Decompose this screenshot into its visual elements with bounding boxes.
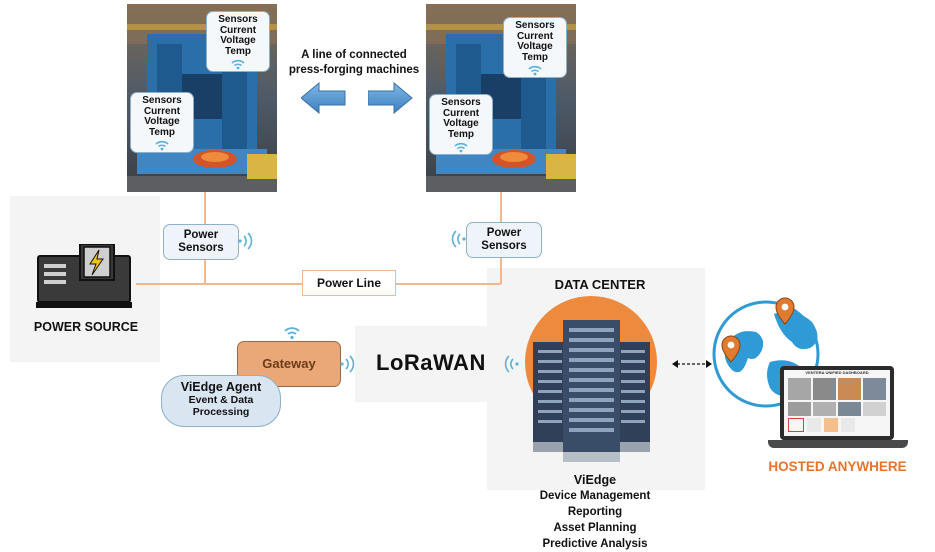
arrow-right-icon [368, 82, 413, 114]
sensor-current-label: Current [143, 105, 181, 117]
wifi-icon [155, 140, 169, 151]
power-sensors-left: Power Sensors [163, 224, 239, 260]
power-sensors-label: Sensors [481, 240, 527, 252]
power-line-label: Power Line [302, 270, 396, 296]
wifi-icon [528, 65, 542, 76]
laptop-screen: VENTERA UNIFIED DASHBOARD [780, 366, 894, 440]
dashboard-row-2 [788, 402, 886, 416]
feature-asset-planning: Asset Planning [553, 522, 637, 534]
laptop-icon: VENTERA UNIFIED DASHBOARD [768, 362, 908, 458]
viedge-agent-title: ViEdge Agent [180, 380, 262, 394]
lorawan-panel [355, 326, 489, 402]
sensor-temp-label: Temp [225, 45, 251, 57]
lorawan-logo: LoRaWAN [376, 350, 486, 375]
server-rack-icon [525, 296, 657, 462]
generator-icon [36, 244, 132, 308]
wifi-icon [238, 232, 253, 250]
power-sensors-right: Power Sensors [466, 222, 542, 258]
sensor-box-right-top: Sensors Current Voltage Temp [503, 17, 567, 78]
sensor-temp-label: Temp [448, 128, 474, 140]
sensor-voltage-label: Voltage [517, 41, 553, 52]
sensor-label: Sensors [142, 95, 182, 106]
power-source-label: POWER SOURCE [33, 320, 139, 334]
viedge-agent-line: Event & Data [188, 394, 254, 406]
sensor-box-left-top: Sensors Current Voltage Temp [206, 11, 270, 72]
sensor-label: Sensors [441, 97, 481, 108]
power-sensors-label: Sensors [178, 242, 224, 254]
lightning-icon [89, 249, 104, 276]
sensor-voltage-label: Voltage [220, 35, 256, 46]
dashboard-row-3 [788, 418, 886, 432]
sensor-voltage-label: Voltage [144, 116, 180, 127]
dashboard-row-1 [788, 378, 886, 400]
wifi-icon [504, 355, 519, 373]
laptop-base [768, 440, 908, 448]
sensor-box-right-bottom: Sensors Current Voltage Temp [429, 94, 493, 155]
sensor-temp-label: Temp [522, 51, 548, 63]
location-pin-icon [721, 335, 741, 363]
machine-line-label-2: press-forging machines [288, 64, 420, 76]
wifi-icon [454, 142, 468, 153]
feature-device-management: Device Management [539, 490, 651, 502]
wifi-icon [340, 355, 355, 373]
machine-line-label-1: A line of connected [301, 49, 407, 61]
feature-reporting: Reporting [567, 506, 623, 518]
feature-predictive-analysis: Predictive Analysis [542, 538, 648, 550]
sensor-box-left-bottom: Sensors Current Voltage Temp [130, 92, 194, 153]
wifi-icon [451, 230, 466, 248]
sensor-current-label: Current [219, 24, 257, 36]
wifi-icon [231, 59, 245, 70]
sensor-label: Sensors [515, 20, 555, 31]
feature-viedge: ViEdge [573, 473, 617, 487]
arrow-left-icon [301, 82, 346, 114]
hosted-anywhere-label: HOSTED ANYWHERE [768, 459, 907, 474]
viedge-agent-box: ViEdge Agent Event & Data Processing [161, 375, 281, 427]
dashboard-title: VENTERA UNIFIED DASHBOARD [805, 370, 869, 375]
power-sensors-label: Power [486, 227, 522, 239]
location-pin-icon [775, 297, 795, 325]
sensor-current-label: Current [442, 107, 480, 119]
press-forging-machine-left [127, 4, 277, 192]
power-sensors-label: Power [183, 229, 219, 241]
sensor-current-label: Current [516, 30, 554, 42]
sensor-temp-label: Temp [149, 126, 175, 138]
dashboard-screen: VENTERA UNIFIED DASHBOARD [784, 370, 890, 436]
machine-line-label: A line of connected press-forging machin… [283, 48, 425, 78]
data-center-title: DATA CENTER [554, 277, 646, 292]
sensor-voltage-label: Voltage [443, 118, 479, 129]
wifi-icon [284, 327, 300, 340]
data-center-features: ViEdge Device Management Reporting Asset… [505, 472, 685, 552]
dashed-connector [672, 360, 712, 368]
sensor-label: Sensors [218, 14, 258, 25]
viedge-agent-line: Processing [192, 406, 250, 418]
